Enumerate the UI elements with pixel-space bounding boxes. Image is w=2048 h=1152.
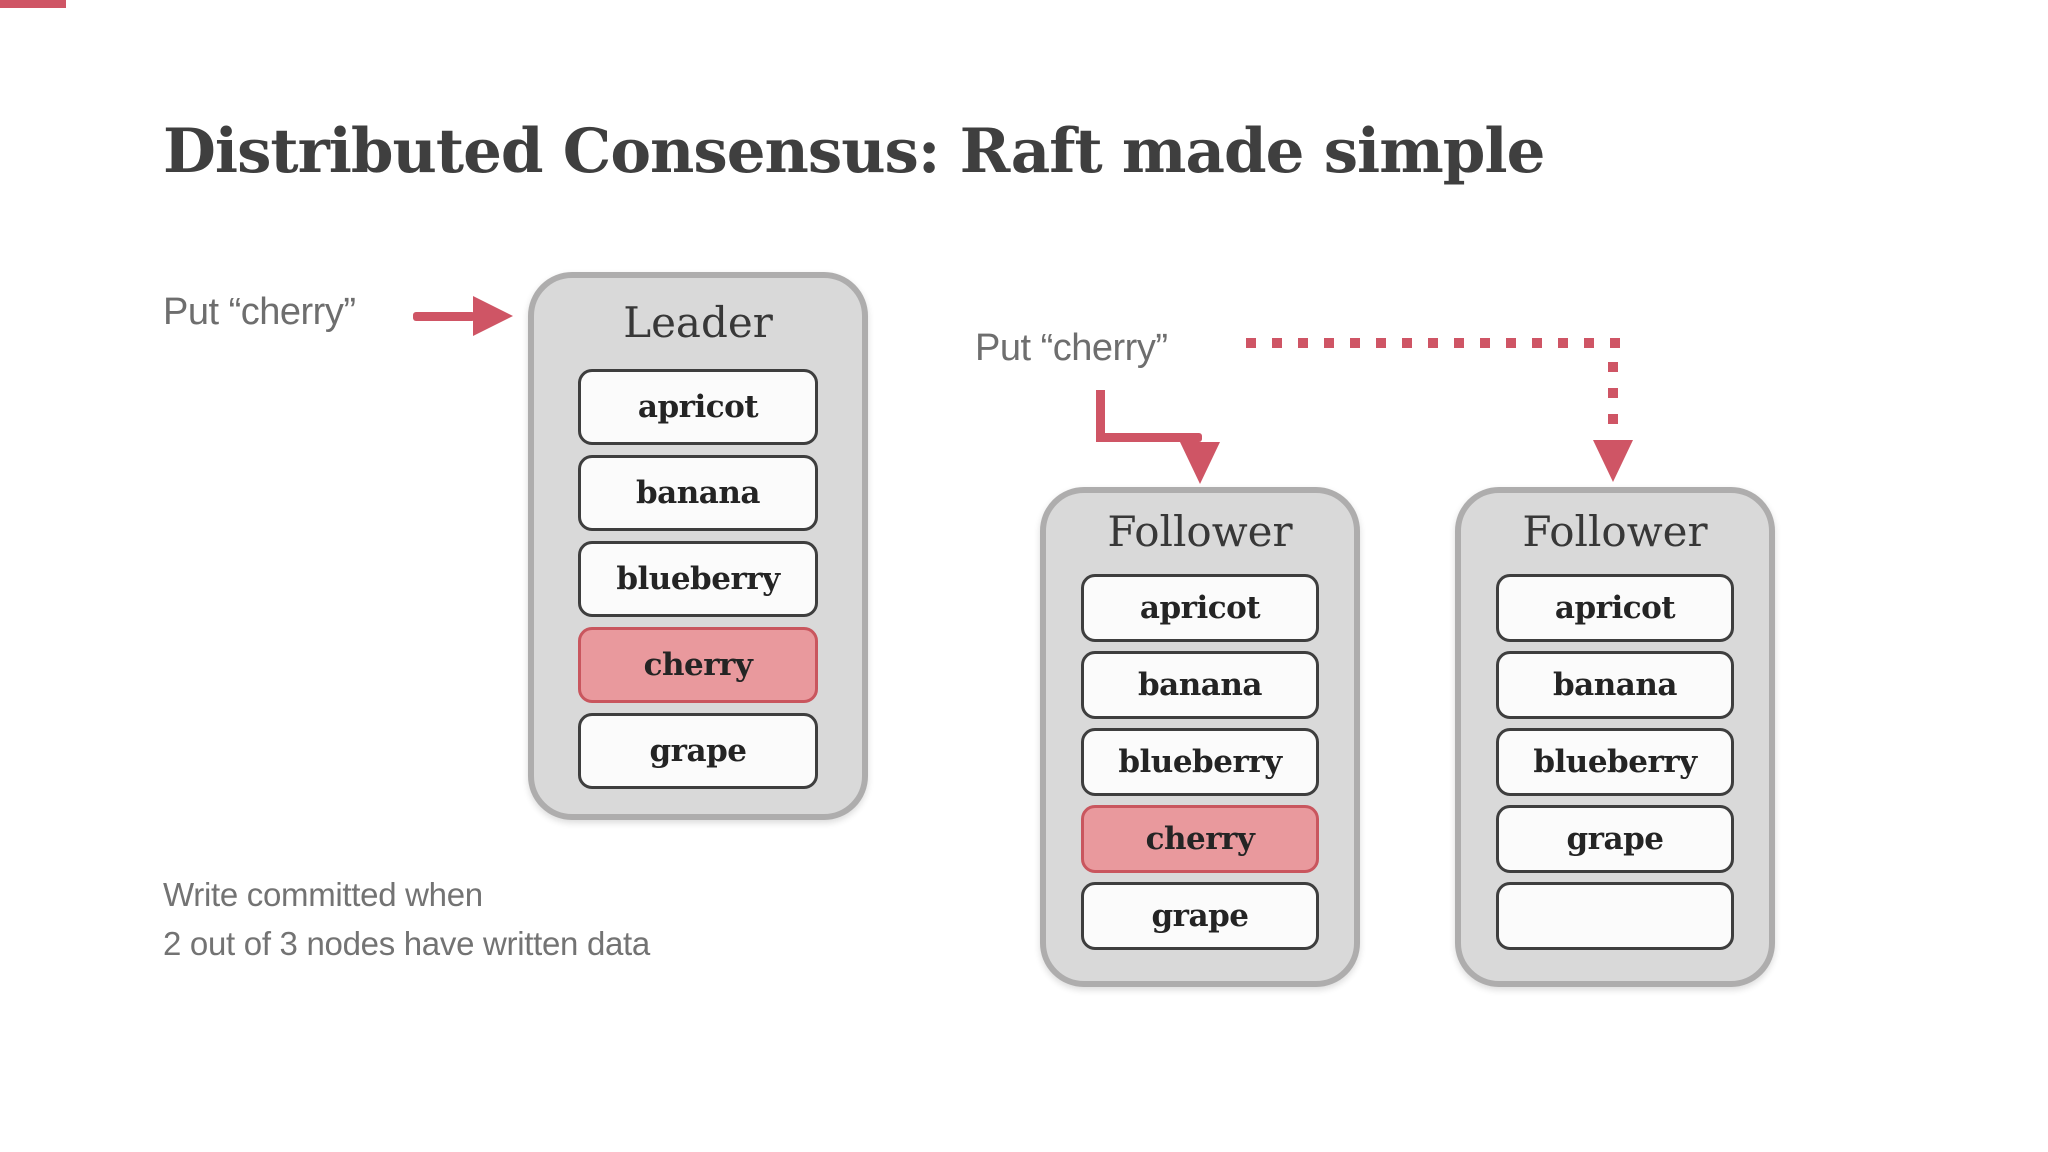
log-entry: blueberry <box>578 541 818 617</box>
follower-1-log: apricot banana blueberry cherry grape <box>1081 574 1319 950</box>
leader-node-title: Leader <box>623 298 773 347</box>
log-entry: cherry <box>1081 805 1319 873</box>
replicate-arrow-solid-arrowhead-icon <box>1180 442 1220 484</box>
commit-note-line-1: Write committed when <box>163 876 483 913</box>
log-entry: apricot <box>1081 574 1319 642</box>
leader-node: Leader apricot banana blueberry cherry g… <box>528 272 868 820</box>
client-request-arrowhead-icon <box>473 296 513 336</box>
client-request-label: Put “cherry” <box>163 291 356 333</box>
follower-2-log: apricot banana blueberry grape <box>1496 574 1734 950</box>
follower-node-2: Follower apricot banana blueberry grape <box>1455 487 1775 987</box>
replicate-arrow-dotted-arrowhead-icon <box>1593 440 1633 482</box>
client-request-arrow-icon <box>413 312 475 321</box>
commit-note: Write committed when 2 out of 3 nodes ha… <box>163 870 650 968</box>
follower-node-title: Follower <box>1107 507 1293 556</box>
log-entry: banana <box>1496 651 1734 719</box>
log-entry: cherry <box>578 627 818 703</box>
log-entry: grape <box>1496 805 1734 873</box>
log-entry: apricot <box>1496 574 1734 642</box>
commit-note-line-2: 2 out of 3 nodes have written data <box>163 925 650 962</box>
follower-node-title: Follower <box>1522 507 1708 556</box>
log-entry: banana <box>578 455 818 531</box>
log-entry: blueberry <box>1496 728 1734 796</box>
log-entry: blueberry <box>1081 728 1319 796</box>
log-entry: banana <box>1081 651 1319 719</box>
log-entry: apricot <box>578 369 818 445</box>
leader-log: apricot banana blueberry cherry grape <box>578 369 818 789</box>
replicate-arrow-solid-icon <box>1096 390 1105 442</box>
slide-title: Distributed Consensus: Raft made simple <box>163 116 1545 187</box>
replicate-arrow-dotted-icon <box>1246 338 1620 348</box>
follower-node-1: Follower apricot banana blueberry cherry… <box>1040 487 1360 987</box>
log-entry: grape <box>1081 882 1319 950</box>
log-entry: grape <box>578 713 818 789</box>
log-entry <box>1496 882 1734 950</box>
replicate-request-label: Put “cherry” <box>975 327 1168 369</box>
replicate-arrow-dotted-icon <box>1608 362 1618 428</box>
replicate-line-stub-icon <box>0 0 66 8</box>
replicate-arrow-solid-icon <box>1096 433 1202 442</box>
